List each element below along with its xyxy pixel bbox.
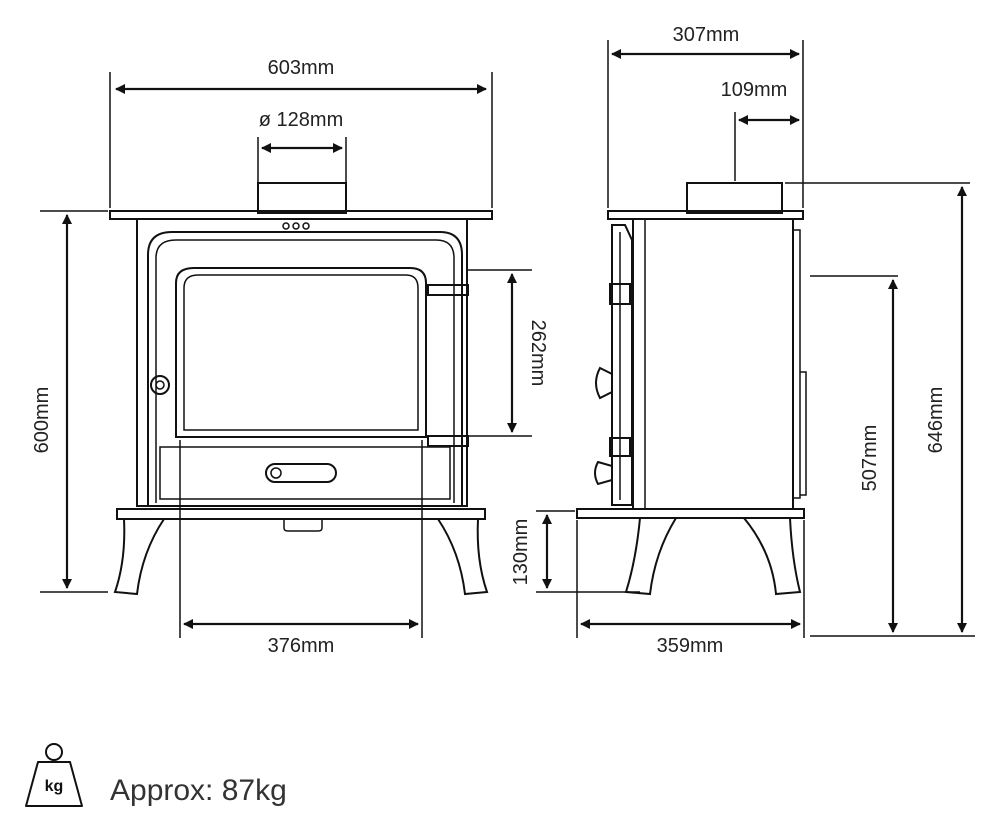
label-side-base-depth: 359mm [657, 635, 724, 657]
side-ashpan-knob [594, 460, 613, 486]
label-side-top-depth: 307mm [673, 24, 740, 46]
side-view [576, 182, 807, 596]
kg-weight-icon: kg [25, 743, 83, 807]
side-leg-left [624, 517, 677, 596]
door-latch-knob [150, 375, 170, 395]
front-hinge-bottom [427, 435, 469, 447]
side-door-edge [611, 224, 633, 506]
side-leg-right [743, 517, 802, 596]
side-hinge-bottom [609, 437, 631, 457]
front-body [136, 218, 468, 507]
weight-label: Approx: 87kg [110, 774, 287, 807]
front-plinth [116, 508, 486, 520]
front-leg-right [437, 518, 489, 596]
front-door-frame [147, 231, 463, 505]
side-hinge-top [609, 283, 631, 305]
weight-info: kg Approx: 87kg [25, 743, 287, 807]
label-total-height: 646mm [925, 387, 947, 454]
front-ashpan [159, 446, 451, 500]
front-view [109, 182, 493, 596]
side-dimensions: 307mm 109mm 130mm 359mm 507mm 646mm [510, 24, 975, 657]
front-flue-collar [257, 182, 347, 214]
kg-icon-text: kg [45, 778, 64, 795]
side-flue-collar [686, 182, 783, 214]
label-front-width: 603mm [268, 57, 335, 79]
label-leg-height: 130mm [510, 519, 532, 586]
label-flue-offset: 109mm [721, 79, 788, 101]
label-glass-height: 262mm [527, 320, 549, 387]
side-body [632, 218, 794, 510]
front-leg-left [113, 518, 165, 596]
ashpan-handle [265, 463, 337, 483]
front-glass-window [175, 267, 427, 438]
label-front-height: 600mm [31, 387, 53, 454]
front-dimensions: 603mm ø 128mm 600mm 262mm 376mm [31, 57, 549, 657]
side-plinth [576, 508, 805, 519]
label-flue-diameter: ø 128mm [259, 109, 343, 131]
label-door-width: 376mm [268, 635, 335, 657]
side-latch-knob [595, 366, 613, 400]
label-outlet-height: 507mm [859, 425, 881, 492]
front-hinge-top [427, 284, 469, 296]
